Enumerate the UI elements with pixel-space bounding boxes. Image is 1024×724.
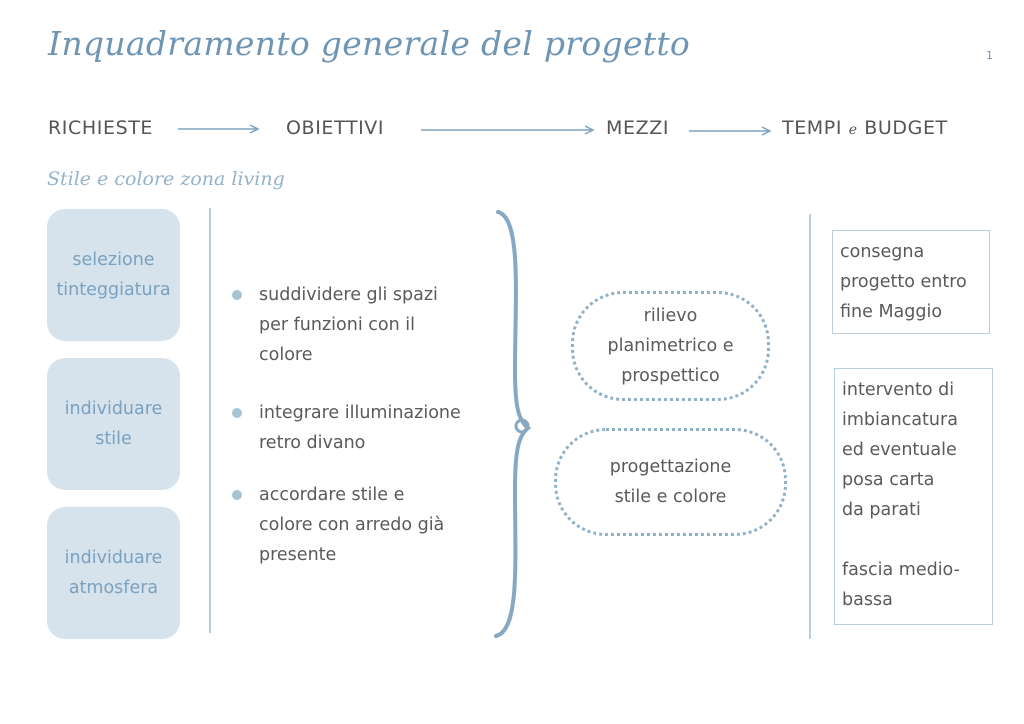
request-box-selezione-tinteggiatura: selezione tinteggiatura (47, 209, 180, 341)
objective-item: accordare stile e colore con arredo già … (230, 480, 500, 570)
objective-line: per funzioni con il (259, 315, 415, 335)
budget-line: fascia medio- (842, 560, 960, 580)
flow-step-mezzi: MEZZI (606, 117, 670, 139)
objective-line: colore (259, 345, 313, 365)
objective-item: suddividere gli spazi per funzioni con i… (230, 280, 500, 370)
budget-line: intervento di (842, 380, 955, 400)
request-box-individuare-stile: individuare stile (47, 358, 180, 490)
means-line: stile e colore (614, 487, 727, 507)
budget-line: ed eventuale (842, 440, 957, 460)
objective-line: accordare stile e (259, 485, 405, 505)
means-pill-progettazione: progettazione stile e colore (554, 428, 787, 536)
request-box-individuare-atmosfera: individuare atmosfera (47, 507, 180, 639)
budget-line: bassa (842, 590, 893, 610)
divider-right (809, 214, 811, 639)
flow-step-tempi: TEMPI (782, 117, 843, 139)
objective-line: presente (259, 545, 337, 565)
timing-line: progetto entro (840, 272, 967, 292)
flow-step-tempi-budget: TEMPI e BUDGET (782, 117, 948, 139)
objective-line: suddividere gli spazi (259, 285, 438, 305)
means-line: rilievo (643, 306, 698, 326)
request-line: individuare (64, 548, 163, 568)
page-number: 1 (986, 49, 993, 62)
means-line: prospettico (621, 366, 720, 386)
request-line: tinteggiatura (56, 280, 171, 300)
means-pill-rilievo: rilievo planimetrico e prospettico (571, 291, 770, 401)
flow-step-richieste: RICHIESTE (48, 117, 154, 139)
timing-line: fine Maggio (840, 302, 943, 322)
arrow-head-icon (584, 125, 595, 135)
flow-step-and: e (848, 122, 858, 138)
request-line: atmosfera (68, 578, 159, 598)
budget-spacer (842, 525, 992, 555)
means-line: progettazione (609, 457, 732, 477)
brace-knot-icon (514, 418, 530, 434)
objective-line: integrare illuminazione (259, 403, 461, 423)
timing-box: consegna progetto entro fine Maggio (832, 230, 990, 334)
objective-item: integrare illuminazione retro divano (230, 398, 500, 458)
arrow-head-icon (761, 126, 772, 136)
timing-line: consegna (840, 242, 925, 262)
page-title: Inquadramento generale del progetto (48, 24, 691, 63)
request-line: selezione (72, 250, 155, 270)
budget-line: da parati (842, 500, 921, 520)
objective-line: colore con arredo già (259, 515, 445, 535)
divider-left (209, 208, 211, 633)
budget-line: imbiancatura (842, 410, 958, 430)
budget-line: posa carta (842, 470, 935, 490)
means-line: planimetrico e (607, 336, 734, 356)
section-subtitle: Stile e colore zona living (47, 168, 285, 190)
request-line: stile (95, 429, 132, 449)
request-line: individuare (64, 399, 163, 419)
budget-box: intervento di imbiancatura ed eventuale … (834, 368, 993, 625)
brace-icon (494, 210, 532, 638)
flow-step-obiettivi: OBIETTIVI (286, 117, 385, 139)
objectives-list: suddividere gli spazi per funzioni con i… (230, 280, 500, 598)
objective-line: retro divano (259, 433, 366, 453)
flow-step-budget: BUDGET (864, 117, 948, 139)
arrow-head-icon (249, 124, 260, 134)
